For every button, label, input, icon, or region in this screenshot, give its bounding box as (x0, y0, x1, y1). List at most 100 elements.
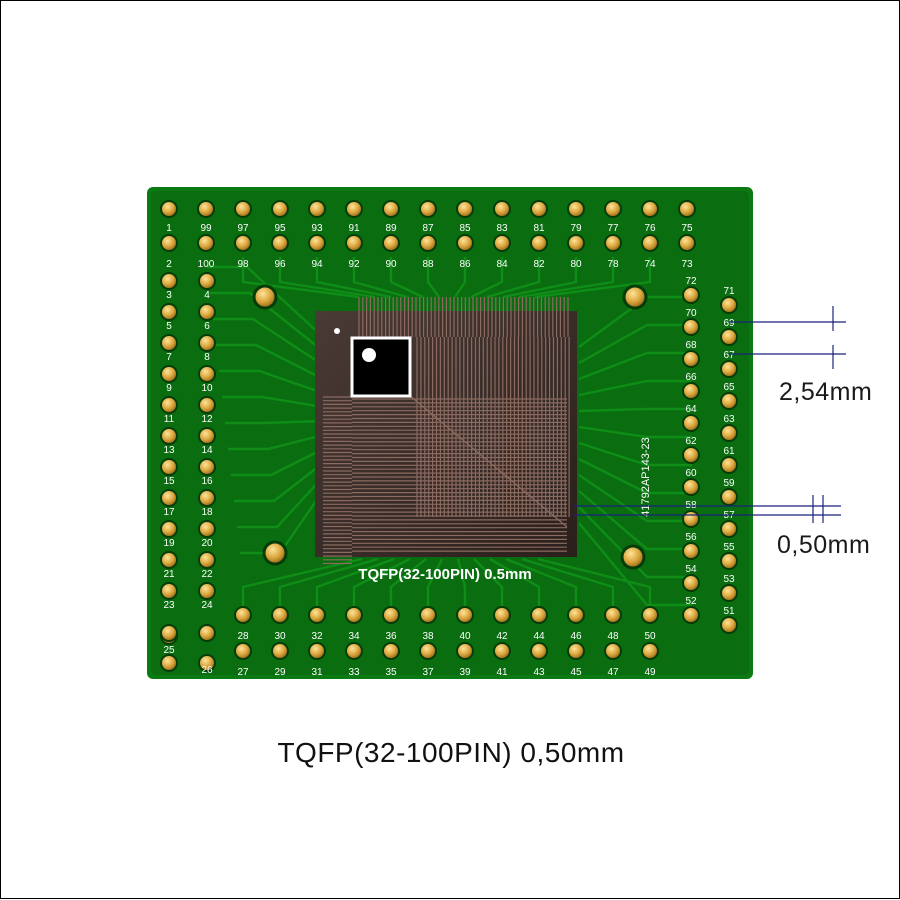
pin-label-82: 82 (533, 259, 545, 270)
pad-73 (678, 234, 696, 252)
pad-4 (198, 272, 216, 290)
pin-label-6: 6 (204, 321, 210, 332)
pad-86 (456, 234, 474, 252)
pin-label-73: 73 (681, 259, 693, 270)
pad-47 (604, 642, 622, 660)
pad-32 (308, 606, 326, 624)
pin-label-47: 47 (607, 667, 619, 678)
pad-43 (530, 642, 548, 660)
mounting-holes (252, 284, 648, 570)
pad-72 (682, 286, 700, 304)
pad-96 (271, 234, 289, 252)
pad-17 (160, 489, 178, 507)
pin-label-95: 95 (274, 223, 286, 234)
pad-bl4 (198, 654, 216, 672)
pad-62 (682, 446, 700, 464)
pin-label-75: 75 (681, 223, 693, 234)
pad-19 (160, 520, 178, 538)
pad-81 (530, 200, 548, 218)
pad-bl1 (160, 624, 178, 642)
pin-label-62: 62 (685, 436, 697, 447)
pin-label-21: 21 (163, 569, 175, 580)
pad-49 (641, 642, 659, 660)
pad-46 (567, 606, 585, 624)
pitch-2-54-label: 2,54mm (779, 378, 873, 406)
pin-label-17: 17 (163, 507, 175, 518)
pin-label-74: 74 (644, 259, 656, 270)
pin-label-15: 15 (163, 476, 175, 487)
pin-label-27: 27 (237, 667, 249, 678)
pad-24 (198, 582, 216, 600)
pad-29 (271, 642, 289, 660)
pad-48 (604, 606, 622, 624)
pin-label-48: 48 (607, 631, 619, 642)
pin-label-3: 3 (166, 290, 172, 301)
pin-label-56: 56 (685, 532, 697, 543)
pin1-marker (350, 336, 412, 398)
pin-label-8: 8 (204, 352, 210, 363)
pin-label-45: 45 (570, 667, 582, 678)
pad-91 (345, 200, 363, 218)
pin-label-23: 23 (163, 600, 175, 611)
pin-label-66: 66 (685, 372, 697, 383)
pad-23 (160, 582, 178, 600)
copper-traces (207, 257, 692, 607)
pad-28 (234, 606, 252, 624)
pad-99 (197, 200, 215, 218)
pad-82 (530, 234, 548, 252)
pin-label-54: 54 (685, 564, 697, 575)
pad-13 (160, 427, 178, 445)
pad-50 (641, 606, 659, 624)
pin-label-55: 55 (723, 542, 735, 553)
pin-label-49: 49 (644, 667, 656, 678)
pad-90 (382, 234, 400, 252)
pin-label-94: 94 (311, 259, 323, 270)
pad-22 (198, 551, 216, 569)
pin-label-42: 42 (496, 631, 508, 642)
pin-label-25: 25 (163, 645, 175, 656)
pin-label-31: 31 (311, 667, 323, 678)
header-pads (160, 200, 738, 672)
pad-57 (720, 520, 738, 538)
pin-label-78: 78 (607, 259, 619, 270)
pad-65 (720, 392, 738, 410)
pad-61 (720, 456, 738, 474)
pad-45 (567, 642, 585, 660)
pin-label-41: 41 (496, 667, 508, 678)
pin-label-100: 100 (198, 259, 215, 270)
pad-bl3 (160, 654, 178, 672)
pad-56 (682, 542, 700, 560)
pad-44 (530, 606, 548, 624)
pin-label-30: 30 (274, 631, 286, 642)
pad-100 (197, 234, 215, 252)
pin-label-44: 44 (533, 631, 545, 642)
pad-80 (567, 234, 585, 252)
pad-95 (271, 200, 289, 218)
pin-label-92: 92 (348, 259, 360, 270)
pad-21 (160, 551, 178, 569)
pin-label-52: 52 (685, 596, 697, 607)
pad-27 (234, 642, 252, 660)
pin-label-67: 67 (723, 350, 735, 361)
pad-54 (682, 574, 700, 592)
pin-label-86: 86 (459, 259, 471, 270)
pin-label-99: 99 (200, 223, 212, 234)
pad-41 (493, 642, 511, 660)
pin-label-72: 72 (685, 276, 697, 287)
pin-label-32: 32 (311, 631, 323, 642)
pin-label-33: 33 (348, 667, 360, 678)
pin-label-83: 83 (496, 223, 508, 234)
pin-label-88: 88 (422, 259, 434, 270)
pad-68 (682, 350, 700, 368)
pad-37 (419, 642, 437, 660)
pad-15 (160, 458, 178, 476)
pad-70 (682, 318, 700, 336)
pin-label-36: 36 (385, 631, 397, 642)
pin-label-91: 91 (348, 223, 360, 234)
pin-label-80: 80 (570, 259, 582, 270)
pin-label-63: 63 (723, 414, 735, 425)
pad-52 (682, 606, 700, 624)
pad-78 (604, 234, 622, 252)
